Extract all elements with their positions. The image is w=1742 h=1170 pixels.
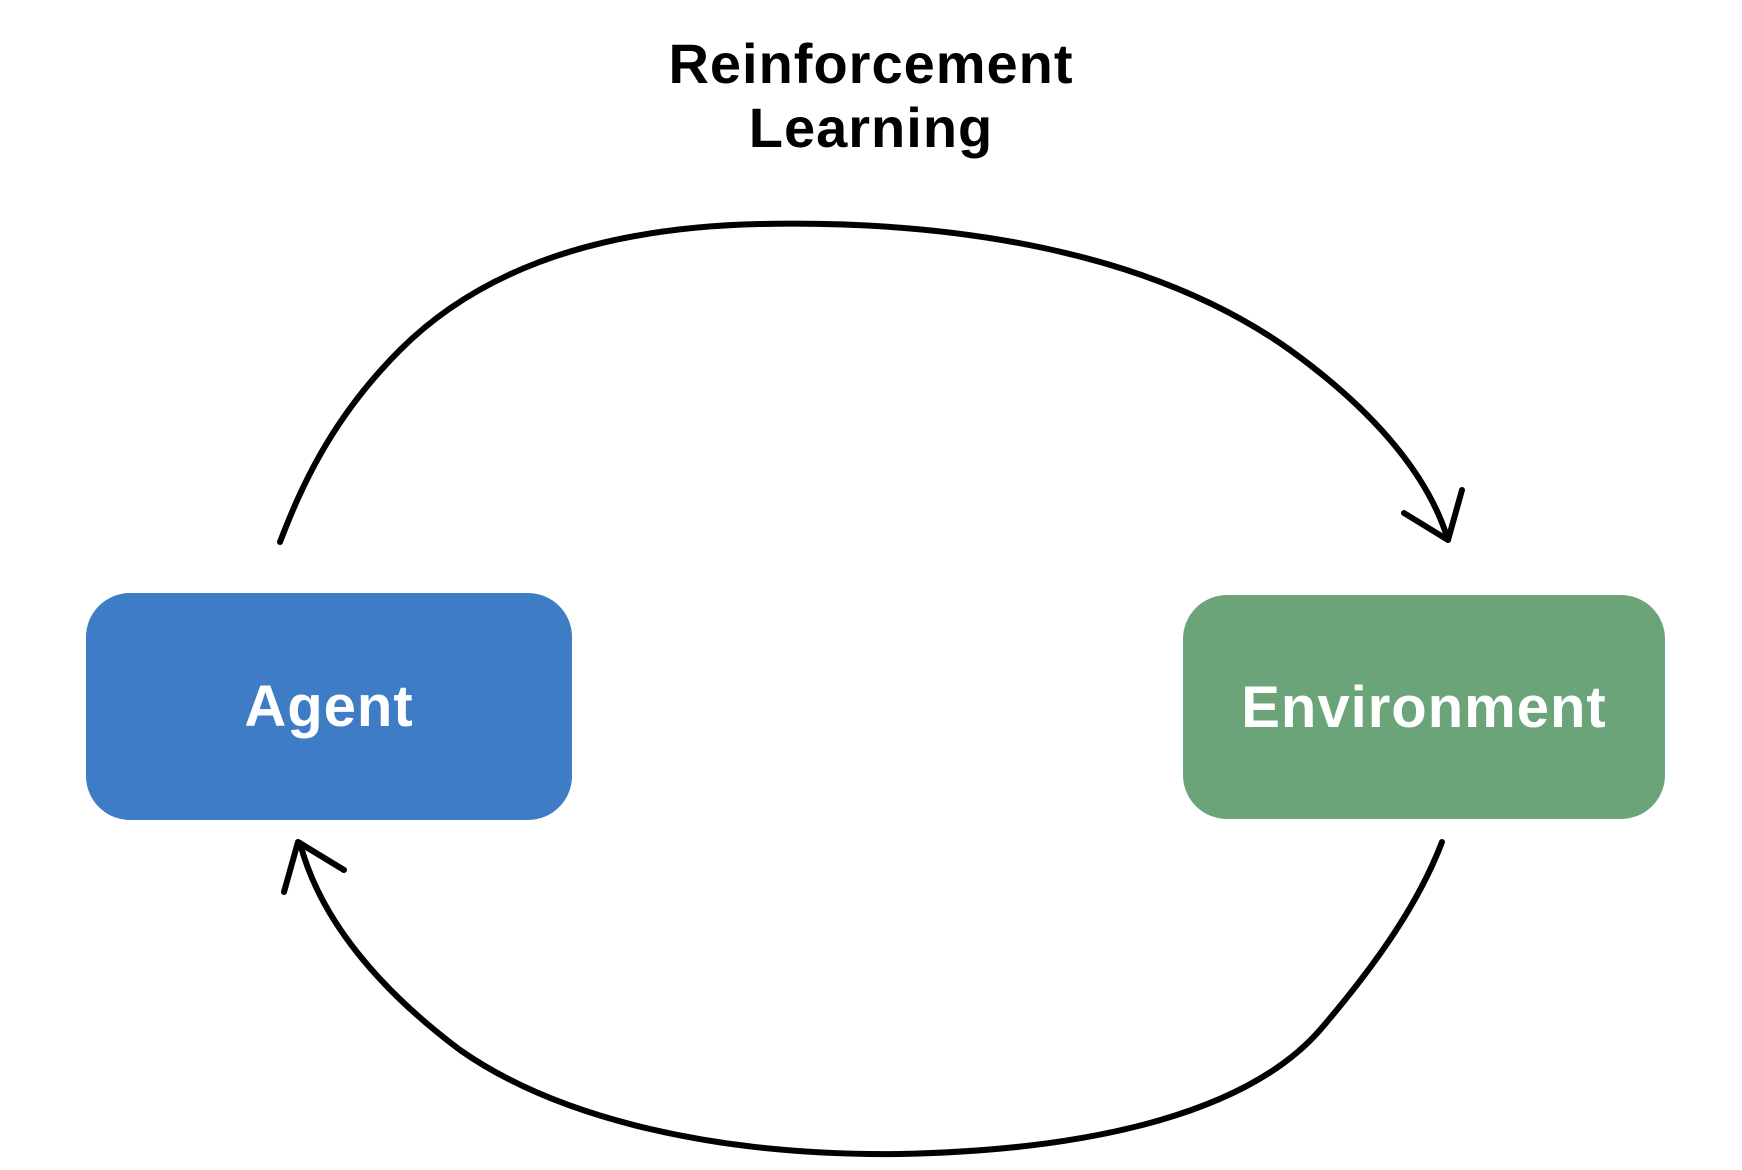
arrow-agent-to-environment bbox=[277, 220, 1451, 545]
agent-node: Agent bbox=[86, 593, 572, 820]
title-line-1: Reinforcement bbox=[668, 32, 1074, 95]
title-line-2: Learning bbox=[748, 96, 994, 159]
arrow-environment-to-agent bbox=[297, 839, 1445, 1158]
environment-node: Environment bbox=[1183, 595, 1665, 819]
arrowhead-environment bbox=[1401, 487, 1465, 543]
environment-label: Environment bbox=[1241, 674, 1607, 740]
arrowhead-agent bbox=[281, 839, 347, 895]
agent-label: Agent bbox=[244, 674, 414, 739]
diagram-title: Reinforcement Learning bbox=[0, 32, 1742, 160]
